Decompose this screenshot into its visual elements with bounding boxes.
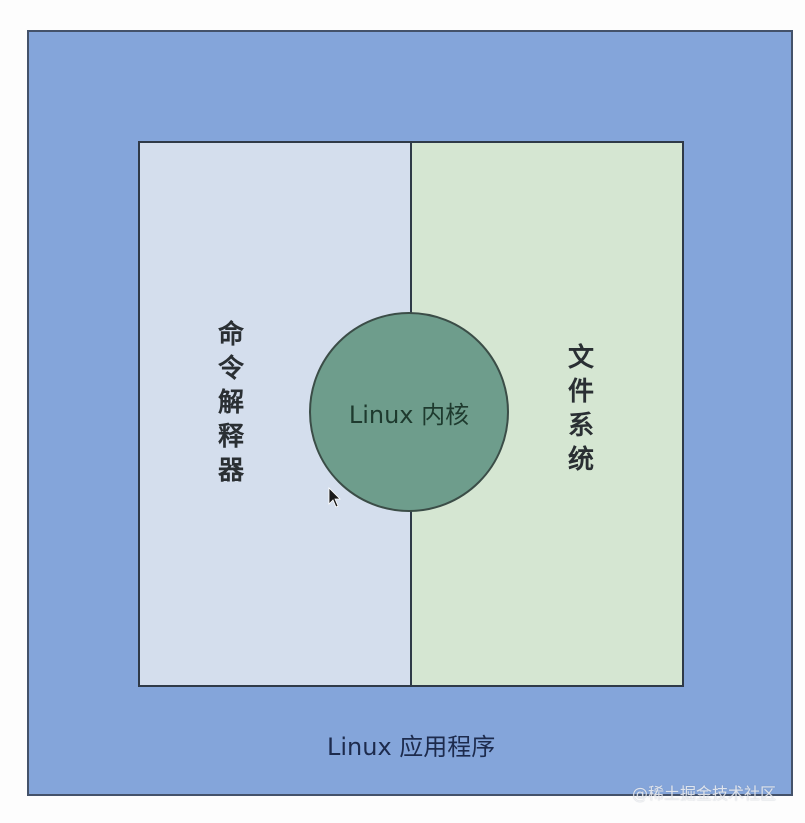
kernel-label: Linux 内核 [348, 400, 470, 429]
filesystem-label-char: 文 [568, 343, 595, 373]
shell-label-char: 解 [218, 388, 245, 418]
kernel-circle: Linux 内核 [309, 312, 509, 512]
filesystem-label-char: 件 [568, 377, 595, 407]
system-layer-box [138, 141, 684, 687]
mouse-cursor-icon [328, 487, 341, 508]
shell-label-char: 命 [218, 320, 245, 350]
filesystem-label: 文 件 系 统 [568, 341, 594, 477]
filesystem-label-char: 系 [568, 411, 595, 441]
filesystem-label-char: 统 [568, 445, 595, 475]
shell-label-char: 释 [218, 422, 245, 452]
shell-label-char: 令 [218, 354, 245, 384]
applications-label: Linux 应用程序 [327, 733, 496, 761]
shell-label: 命 令 解 释 器 [218, 318, 244, 488]
shell-label-char: 器 [218, 456, 245, 486]
watermark: @稀土掘金技术社区 [632, 784, 777, 803]
